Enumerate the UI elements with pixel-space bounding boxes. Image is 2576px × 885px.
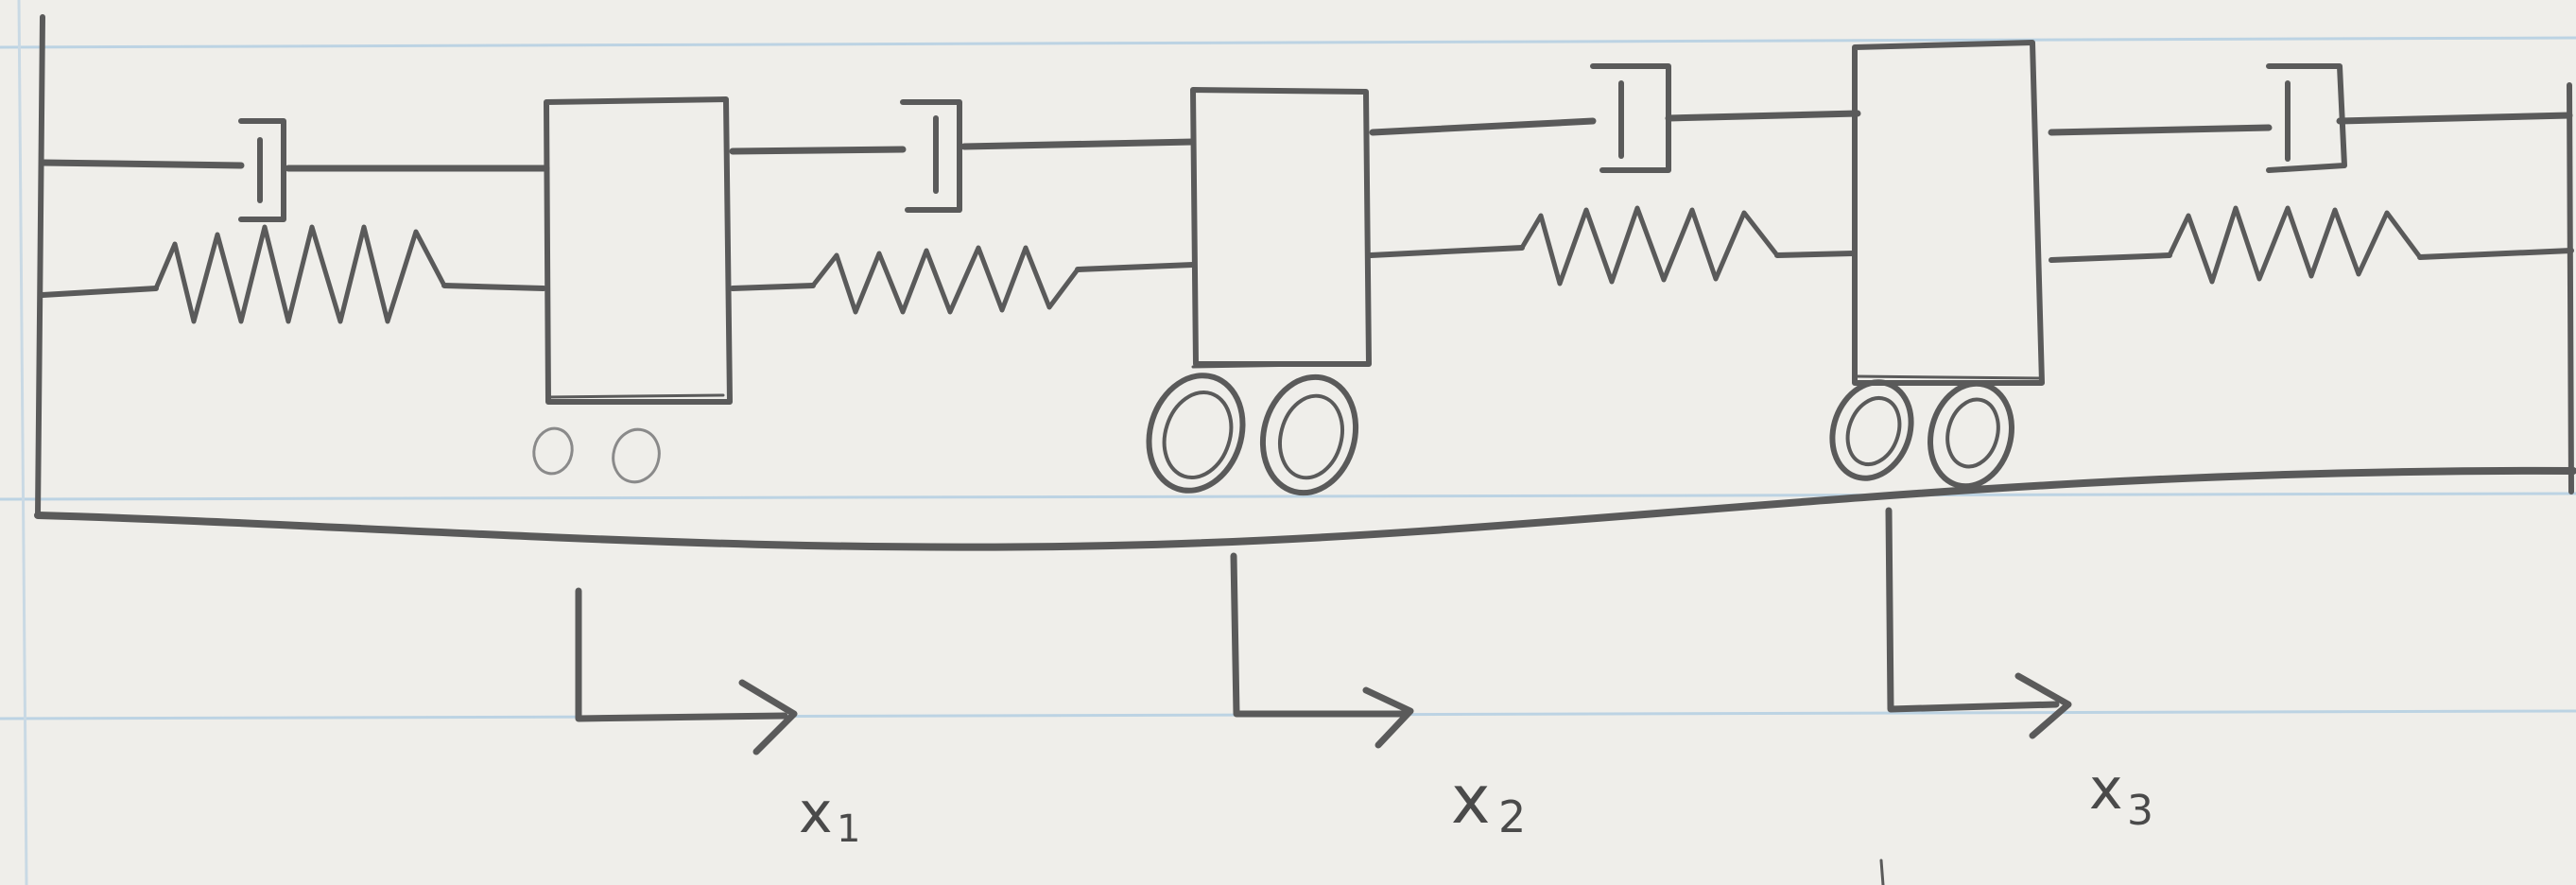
x3-arrow	[1885, 507, 2060, 713]
wheel-icon	[1146, 373, 1246, 494]
spring-wire	[730, 283, 816, 291]
spring-wire	[40, 286, 159, 298]
wheels-mass-1	[532, 426, 661, 484]
spring-wire	[2049, 252, 2172, 263]
spring-wire	[2417, 248, 2574, 260]
mass-1	[544, 96, 733, 405]
damper-1	[238, 118, 286, 222]
wheel-icon	[1829, 379, 1914, 481]
spring-wire	[1368, 245, 1525, 258]
spring-1	[153, 224, 447, 324]
spring-wire	[441, 283, 546, 291]
spring-wire	[1774, 251, 1856, 258]
damper-rod	[960, 138, 1197, 150]
margin-line	[17, 0, 28, 885]
label-x2-main: x	[1451, 761, 1490, 839]
spring-2	[810, 245, 1081, 315]
damper-rod	[729, 146, 907, 155]
spring-wire	[1075, 262, 1196, 272]
mass-3	[1852, 40, 2045, 386]
damper-3	[1590, 63, 1671, 173]
label-x1: x 1	[799, 780, 860, 851]
label-x3-subscript: 3	[2127, 787, 2153, 835]
label-x1-main: x	[799, 780, 833, 846]
mass-2	[1190, 87, 1372, 367]
label-x1-subscript: 1	[837, 807, 860, 851]
damper-rod	[2048, 124, 2273, 136]
damper-2	[900, 99, 962, 213]
damper-rods	[39, 110, 2573, 172]
x2-arrow	[1230, 552, 1408, 718]
spring-3	[1519, 205, 1780, 286]
right-wall	[2567, 82, 2574, 495]
x2-arrow-head-icon	[1362, 686, 1414, 749]
x3-arrow-head-icon	[2014, 672, 2072, 739]
damper-rod	[39, 159, 245, 169]
label-x3: x 3	[2089, 756, 2153, 835]
damper-rod	[2336, 112, 2573, 125]
x1-arrow	[575, 587, 788, 722]
wheel-icon	[532, 426, 574, 476]
ruled-line	[0, 36, 2576, 49]
ruled-line	[0, 492, 2576, 501]
spring-4	[2167, 205, 2423, 285]
wheel-icon	[1259, 373, 1359, 496]
damper-4	[2266, 63, 2347, 173]
label-x3-main: x	[2089, 756, 2123, 823]
damper-rod	[1369, 117, 1597, 136]
wheels-mass-3	[1829, 379, 2014, 490]
wheels-mass-2	[1146, 373, 1359, 496]
ground-line	[34, 466, 2576, 551]
wheel-icon	[612, 427, 661, 484]
pencil-mark	[1879, 859, 1885, 885]
left-wall	[35, 14, 45, 518]
damper-rod	[1665, 110, 1861, 122]
label-x2: x 2	[1451, 761, 1526, 842]
label-x2-subscript: 2	[1498, 791, 1526, 842]
x1-arrow-head-icon	[738, 679, 798, 755]
wheel-icon	[1928, 380, 2014, 490]
